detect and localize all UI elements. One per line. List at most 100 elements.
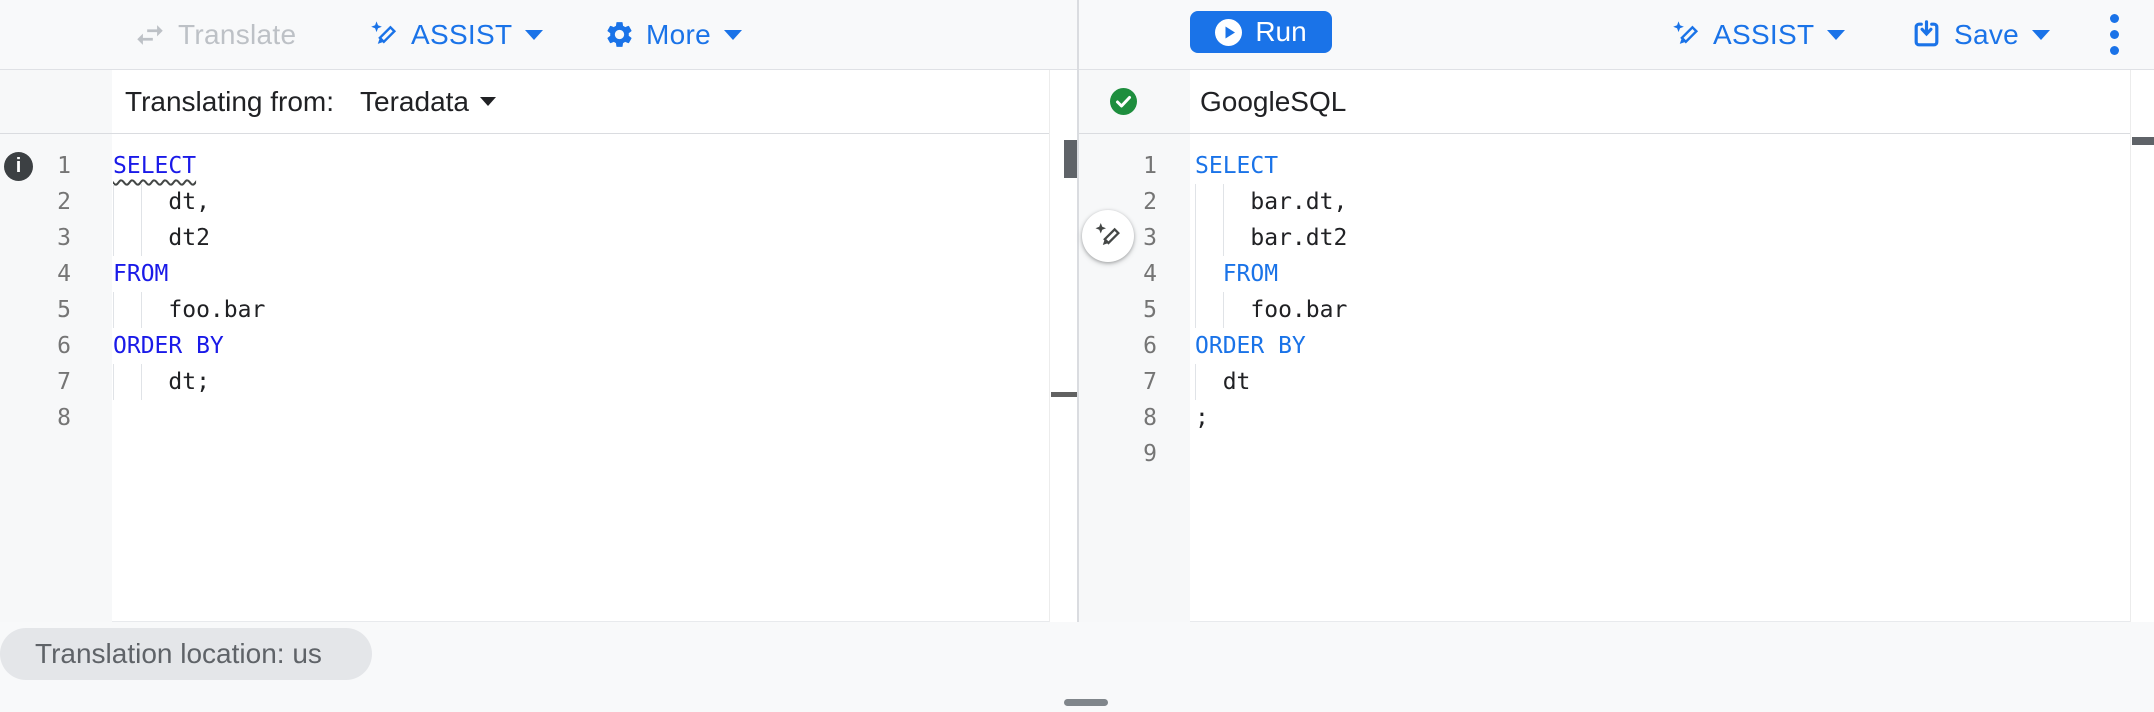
assist-button-target[interactable]: ASSIST xyxy=(1670,0,1846,69)
line-number: 6 xyxy=(1143,333,1157,359)
code-line[interactable]: 4 FROM xyxy=(1079,256,2130,292)
code-text xyxy=(112,400,1049,436)
code-line[interactable]: 4 FROM xyxy=(0,256,1049,292)
indent-guide xyxy=(1195,292,1196,328)
code-line[interactable]: 6 ORDER BY xyxy=(0,328,1049,364)
indent-guide xyxy=(1222,220,1224,256)
assist-button-source[interactable]: ASSIST xyxy=(368,0,544,69)
translate-label: Translate xyxy=(178,18,297,50)
more-button[interactable]: More xyxy=(604,0,742,69)
code-line[interactable]: 8 xyxy=(0,400,1049,436)
code-text: ; xyxy=(1195,405,1209,431)
line-number: 4 xyxy=(57,261,71,287)
line-number: 1 xyxy=(1143,153,1157,179)
indent-guide xyxy=(140,292,142,328)
more-label: More xyxy=(646,18,711,50)
code-text: bar.dt, xyxy=(1190,184,2130,220)
line-number: 1 xyxy=(57,153,71,179)
line-number: 3 xyxy=(1143,225,1157,251)
line-number: 5 xyxy=(1143,297,1157,323)
line-number: 4 xyxy=(1143,261,1157,287)
code-line[interactable]: 7 dt; xyxy=(0,364,1049,400)
code-line[interactable]: 1 SELECT xyxy=(0,148,1049,184)
code-line[interactable]: 3 dt2 xyxy=(0,220,1049,256)
code-text: ORDER BY xyxy=(1195,333,1306,359)
indent-guide xyxy=(1222,184,1224,220)
source-scrollbar-thumb[interactable] xyxy=(1064,140,1079,178)
run-label: Run xyxy=(1255,16,1307,47)
line-number: 6 xyxy=(57,333,71,359)
kebab-menu-icon[interactable] xyxy=(2102,0,2126,69)
save-button[interactable]: Save xyxy=(1910,0,2051,69)
run-button[interactable]: Run xyxy=(1190,11,1332,53)
source-scroll-marker[interactable] xyxy=(1051,392,1078,397)
ai-assist-fab[interactable] xyxy=(1082,210,1134,262)
code-line[interactable]: 5 foo.bar xyxy=(1079,292,2130,328)
line-number: 3 xyxy=(57,225,71,251)
code-line[interactable]: 5 foo.bar xyxy=(0,292,1049,328)
code-text: ORDER BY xyxy=(113,333,224,359)
translation-location-badge: Translation location: us xyxy=(0,628,372,680)
line-number: 2 xyxy=(1143,189,1157,215)
line-number: 5 xyxy=(57,297,71,323)
source-scrollbar xyxy=(1049,70,1079,622)
magic-pen-icon xyxy=(368,19,400,51)
source-header: Translating from: Teradata xyxy=(112,70,1137,133)
code-line[interactable]: 1 SELECT xyxy=(1079,148,2130,184)
code-text: SELECT xyxy=(113,153,197,179)
code-text: foo.bar xyxy=(112,292,1049,328)
indent-guide xyxy=(140,220,142,256)
code-line[interactable]: 6 ORDER BY xyxy=(1079,328,2130,364)
indent-guide xyxy=(113,184,114,220)
line-number: 7 xyxy=(57,369,71,395)
editor-split-view: Translating from: Teradata GoogleSQL 1 SE… xyxy=(0,0,2154,622)
code-text: bar.dt2 xyxy=(1190,220,2130,256)
code-text: FROM xyxy=(113,261,169,287)
indent-guide xyxy=(140,364,142,400)
code-text: FROM xyxy=(1190,256,2130,292)
line-number: 9 xyxy=(1143,441,1157,467)
code-line[interactable]: 2 dt, xyxy=(0,184,1049,220)
line-number: 2 xyxy=(57,189,71,215)
indent-guide xyxy=(1195,256,1196,292)
indent-guide xyxy=(113,364,114,400)
code-text: foo.bar xyxy=(1190,292,2130,328)
chevron-down-icon xyxy=(724,29,742,40)
code-line[interactable]: 3 bar.dt2 xyxy=(1079,220,2130,256)
info-icon[interactable]: i xyxy=(4,152,33,181)
save-label: Save xyxy=(1954,18,2020,50)
code-text: dt, xyxy=(112,184,1049,220)
source-code-editor[interactable]: 1 SELECT 2 dt,3 dt2 4 FROM 5 foo.bar 6 ORDER BY… xyxy=(0,134,1049,436)
footer: Translation location: us xyxy=(0,622,2154,712)
code-line[interactable]: 7 dt xyxy=(1079,364,2130,400)
line-number: 7 xyxy=(1143,369,1157,395)
line-number: 8 xyxy=(57,405,71,431)
target-header: GoogleSQL xyxy=(1190,70,2130,133)
translating-from-label: Translating from: xyxy=(125,85,335,117)
chevron-down-icon xyxy=(480,97,496,106)
target-scrollbar xyxy=(2130,70,2154,622)
indent-guide xyxy=(1195,184,1196,220)
code-line[interactable]: 8; xyxy=(1079,400,2130,436)
indent-guide xyxy=(1195,364,1196,400)
code-line[interactable]: 9 xyxy=(1079,436,2130,472)
target-dialect-label: GoogleSQL xyxy=(1200,85,1347,117)
translate-button[interactable]: Translate xyxy=(133,0,296,69)
indent-guide xyxy=(1222,292,1224,328)
indent-guide xyxy=(113,220,114,256)
target-gutter xyxy=(1079,70,1190,622)
code-text: dt xyxy=(1190,364,2130,400)
code-text: SELECT xyxy=(1195,153,1279,179)
indent-guide xyxy=(1195,220,1196,256)
code-line[interactable]: 2 bar.dt, xyxy=(1079,184,2130,220)
gear-icon xyxy=(604,19,635,50)
target-scrollbar-thumb[interactable] xyxy=(2132,137,2154,145)
page-scroll-handle[interactable] xyxy=(1064,699,1108,706)
code-text xyxy=(1190,436,2130,472)
dialect-select[interactable]: Teradata xyxy=(360,86,496,118)
save-icon xyxy=(1910,18,1943,51)
dialect-value: Teradata xyxy=(360,85,469,117)
chevron-down-icon xyxy=(525,29,544,40)
